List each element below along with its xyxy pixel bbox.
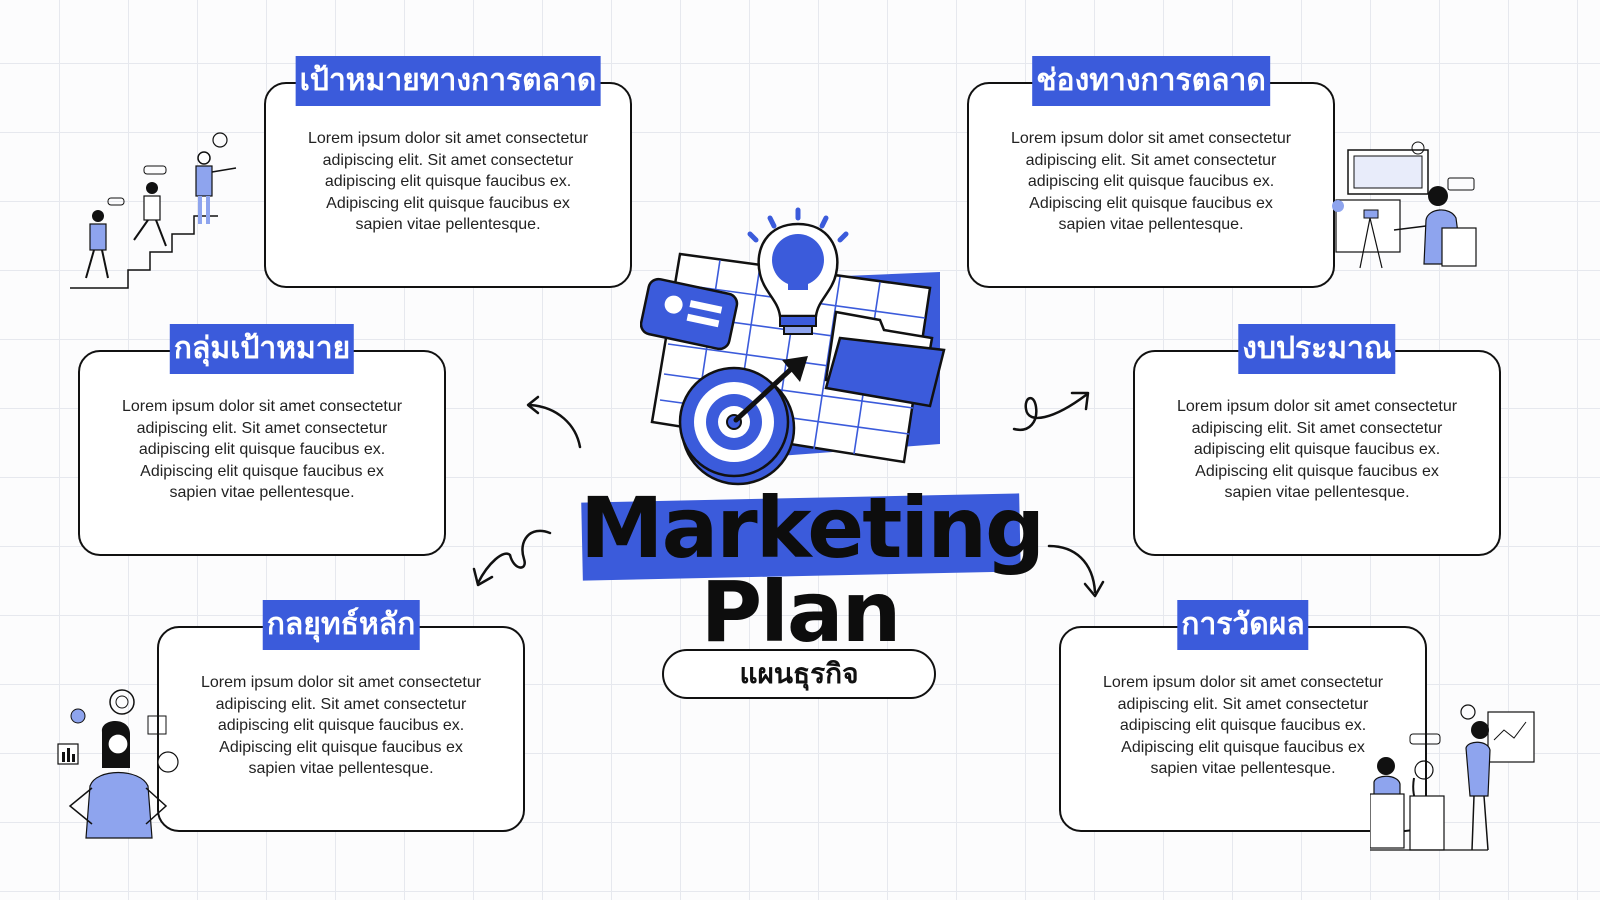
card-marketing-channels: ช่องทางการตลาด Lorem ipsum dolor sit ame… <box>967 56 1335 288</box>
card-title: กลยุทธ์หลัก <box>262 600 420 650</box>
card-target-group: กลุ่มเป้าหมาย Lorem ipsum dolor sit amet… <box>78 324 446 556</box>
card-body-text: Lorem ipsum dolor sit amet consectetur a… <box>121 398 403 501</box>
card-main-strategy: กลยุทธ์หลัก Lorem ipsum dolor sit amet c… <box>157 600 525 832</box>
title-line-plan: Plan <box>700 563 902 661</box>
card-title: งบประมาณ <box>1238 324 1396 374</box>
person-at-computer-illustration <box>1332 141 1477 269</box>
card-title: ช่องทางการตลาด <box>1032 56 1270 106</box>
curved-arrow-icon <box>1047 544 1105 598</box>
card-measurement: การวัดผล Lorem ipsum dolor sit amet cons… <box>1059 600 1427 832</box>
subtitle-pill: แผนธุรกิจ <box>662 649 936 699</box>
card-body-text: Lorem ipsum dolor sit amet consectetur a… <box>200 674 482 777</box>
card-body-text: Lorem ipsum dolor sit amet consectetur a… <box>1010 130 1292 233</box>
id-card-icon <box>640 277 739 351</box>
card-title: กลุ่มเป้าหมาย <box>169 324 355 374</box>
card-budget: งบประมาณ Lorem ipsum dolor sit amet cons… <box>1133 324 1501 556</box>
card-body-text: Lorem ipsum dolor sit amet consectetur a… <box>1176 398 1458 501</box>
title-line-marketing: Marketing <box>580 479 1045 577</box>
folder-icon <box>824 310 946 408</box>
lightbulb-icon <box>747 207 849 335</box>
card-title: การวัดผล <box>1177 600 1309 650</box>
main-title: Marketing Plan <box>580 478 1045 654</box>
curved-arrow-icon <box>526 395 582 449</box>
people-climbing-stairs-illustration <box>70 132 237 289</box>
team-meeting-illustration <box>1370 704 1535 851</box>
woman-with-icons-illustration <box>57 689 179 839</box>
card-body-text: Lorem ipsum dolor sit amet consectetur a… <box>307 130 589 233</box>
card-marketing-goals: เป้าหมายทางการตลาด Lorem ipsum dolor sit… <box>264 56 632 288</box>
card-title: เป้าหมายทางการตลาด <box>295 56 601 106</box>
curved-arrow-icon <box>1012 391 1090 432</box>
target-icon <box>678 356 808 486</box>
central-illustration <box>640 207 946 486</box>
curved-arrow-icon <box>472 529 552 587</box>
card-body-text: Lorem ipsum dolor sit amet consectetur a… <box>1102 674 1384 777</box>
